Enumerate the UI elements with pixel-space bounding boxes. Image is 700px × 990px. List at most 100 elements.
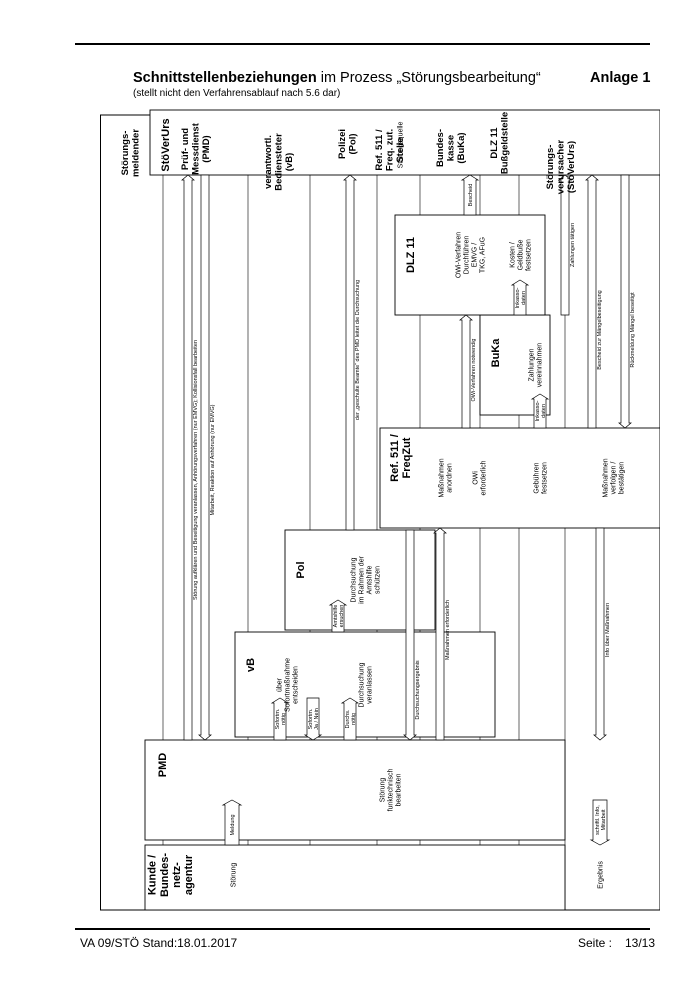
label-sofort-noetig: Sofortm.nötig [275, 708, 287, 729]
lane-header-meld: Störungs-meldender [120, 129, 141, 177]
text-buka-zahlungen-line: vereinnahmen [536, 343, 543, 387]
lane-header-meld-line: Störungs- [120, 131, 131, 176]
label-inkasso-dlz-line: daten [521, 291, 527, 305]
arrow-durchs-noetig [340, 697, 360, 741]
label-stoerung-aufklaeren-line: Störung aufklären und Beseitigung veranl… [193, 340, 199, 600]
text-vb-durchsuchung-line: veranlassen [366, 666, 373, 704]
text-pmd-bearbeiten-line: bearbeiten [396, 773, 403, 806]
text-ref-verfolgen-line: verfolgen / [610, 462, 617, 495]
arrow-meldung [221, 799, 243, 846]
lane-label-buka-line: BuKa [490, 338, 502, 368]
arrow-stoerung-aufklaeren [181, 174, 195, 741]
text-ref-gebuehren-line: festsetzen [541, 462, 548, 494]
lane-label-meld-line: Kunde / [147, 855, 159, 895]
lane-label-ref: Ref. 511 /FreqZut [389, 434, 413, 482]
arrow-sofort-noetig [270, 697, 290, 741]
lane-header-verurs-line: Störungs- [545, 145, 556, 190]
text-dlz-owi-line: TKG, AFuG [480, 237, 487, 273]
arrow-durchs-noetig-shape [340, 697, 360, 741]
label-bescheid-maengel-line: Bescheid zur Mängelbeseitigung [597, 290, 603, 370]
text-ref-owi-line: OWi [472, 471, 479, 485]
lane-header-pmd-line: (PMD) [201, 135, 212, 162]
label-geschulte-beamte: der „geschulte Beamte“ des PMD leitet di… [355, 280, 361, 420]
bottom-rule [75, 928, 650, 930]
text-pmd-bearbeiten-line: funktechnisch [387, 768, 394, 811]
label-sofort-noetig-line: nötig [281, 713, 287, 725]
page-subtitle: (stellt nicht den Verfahrensablauf nach … [133, 88, 341, 99]
text-vb-durchsuchung-line: Durchsuchung [358, 662, 365, 707]
label-owi-notwendig-line: OWi-Verfahren notwendig [471, 339, 477, 402]
arrow-inkasso-dlz [510, 279, 530, 316]
lane-header-vb-line: verantwortl. [263, 135, 274, 189]
text-buka-zahlungen-line: Zahlungen [528, 348, 535, 381]
label-amtshilfe-line: ersuchen [339, 605, 345, 628]
arrow-durchsuchungsergebnis [403, 529, 417, 741]
label-stoerung-aufklaeren: Störung aufklären und Beseitigung veranl… [193, 340, 199, 600]
lane-label-ref-line: Ref. 511 / [389, 434, 401, 482]
lane-header-pmd-line: Messdienst [190, 122, 201, 175]
lane-header-dlz-line: DLZ 11 [489, 127, 500, 159]
lane-header-ref-line: Stelle [395, 137, 406, 162]
label-durchs-noetig: Durchs.nötig [345, 709, 357, 728]
arrow-bescheid-maengel-shape [585, 174, 599, 429]
lane-label-pol: Pol [295, 561, 307, 578]
lane-header-pol: Polizei(Pol) [337, 129, 358, 159]
lane-header-vb-line: Bediensteter [273, 133, 284, 191]
arrow-inkasso-buka [530, 393, 550, 429]
text-pol-durchsuchung-line: schützen [375, 566, 382, 594]
arrow-stoerung-aufklaeren-shape [181, 174, 195, 741]
footer-page-label: Seite : [578, 936, 613, 950]
text-ref-verfolgen-line: Maßnahmen [602, 458, 609, 497]
lane-header-ref-line: Ref. 511 / [374, 129, 385, 171]
text-stoerung: Störung [230, 863, 237, 888]
label-inkasso-buka: Inkasso-daten [535, 400, 547, 421]
arrow-owi-notwendig [459, 314, 473, 429]
text-dlz-owi-line: EMVG / [471, 243, 478, 268]
lane-label-pol-line: Pol [295, 561, 307, 578]
label-durchsuchungsergebnis: Durchsuchungsergebnis [415, 660, 421, 720]
label-amtshilfe-line: Amtshilfe [333, 605, 339, 628]
text-dlz-kosten-line: Geldbuße [517, 240, 524, 271]
arrow-meldung-shape [221, 799, 243, 846]
text-vb-sofort-line: Sofortmaßnahme [284, 658, 291, 712]
label-rueckmeldung-line: Rückmeldung Mängel beseitigt [630, 292, 636, 368]
arrow-bescheid [460, 174, 480, 216]
lane-label-verurs-line: StöVerUrs [160, 118, 172, 171]
label-inkasso-dlz: Inkasso-daten [515, 287, 527, 308]
lane-header-meld-line: meldender [131, 129, 142, 177]
lane-label-pmd-line: PMD [157, 753, 169, 778]
label-sofort-ja-nein-line: Sofortm. [308, 708, 314, 729]
lane-header-vb: verantwortl.Bediensteter(vB) [263, 133, 295, 191]
text-pol-durchsuchung-line: Amtshilfe [366, 566, 373, 595]
arrow-schriftl-info [589, 799, 611, 846]
label-schriftl-info: schriftl. Info,Mitarbeit [595, 805, 607, 835]
annex-label: Anlage 1 [590, 70, 651, 86]
text-stoerung-line: Störung [230, 863, 237, 888]
arrow-zahlungen-taetigen [558, 174, 572, 316]
lane-label-meld-line: Bundes- [159, 853, 171, 897]
lane-label-verurs: StöVerUrs [160, 118, 172, 171]
text-pol-durchsuchung-line: Durchsuchung [350, 557, 357, 602]
lane-label-dlz-line: DLZ 11 [405, 237, 417, 273]
label-bescheid-line: Bescheid [468, 184, 474, 207]
label-bescheid-maengel: Bescheid zur Mängelbeseitigung [597, 290, 603, 370]
arrow-rueckmeldung-shape [618, 174, 632, 429]
label-sofort-ja-nein: Sofortm.Ja / Nein [308, 708, 320, 730]
box-pmd [144, 739, 566, 841]
lane-label-ref-line: FreqZut [401, 437, 413, 478]
text-ref-owi-line: erforderlich [480, 460, 487, 495]
text-dlz-kosten-line: festsetzen [526, 239, 533, 271]
label-info-massnahmen-line: Info über Maßnahmen [605, 603, 611, 657]
text-ref-gebuehren-line: Gebühren [533, 462, 540, 493]
arrow-rueckmeldung [618, 174, 632, 429]
lane-header-verurs-line: (StöVerUrs) [566, 141, 577, 193]
lane-label-pmd: PMD [157, 753, 169, 778]
